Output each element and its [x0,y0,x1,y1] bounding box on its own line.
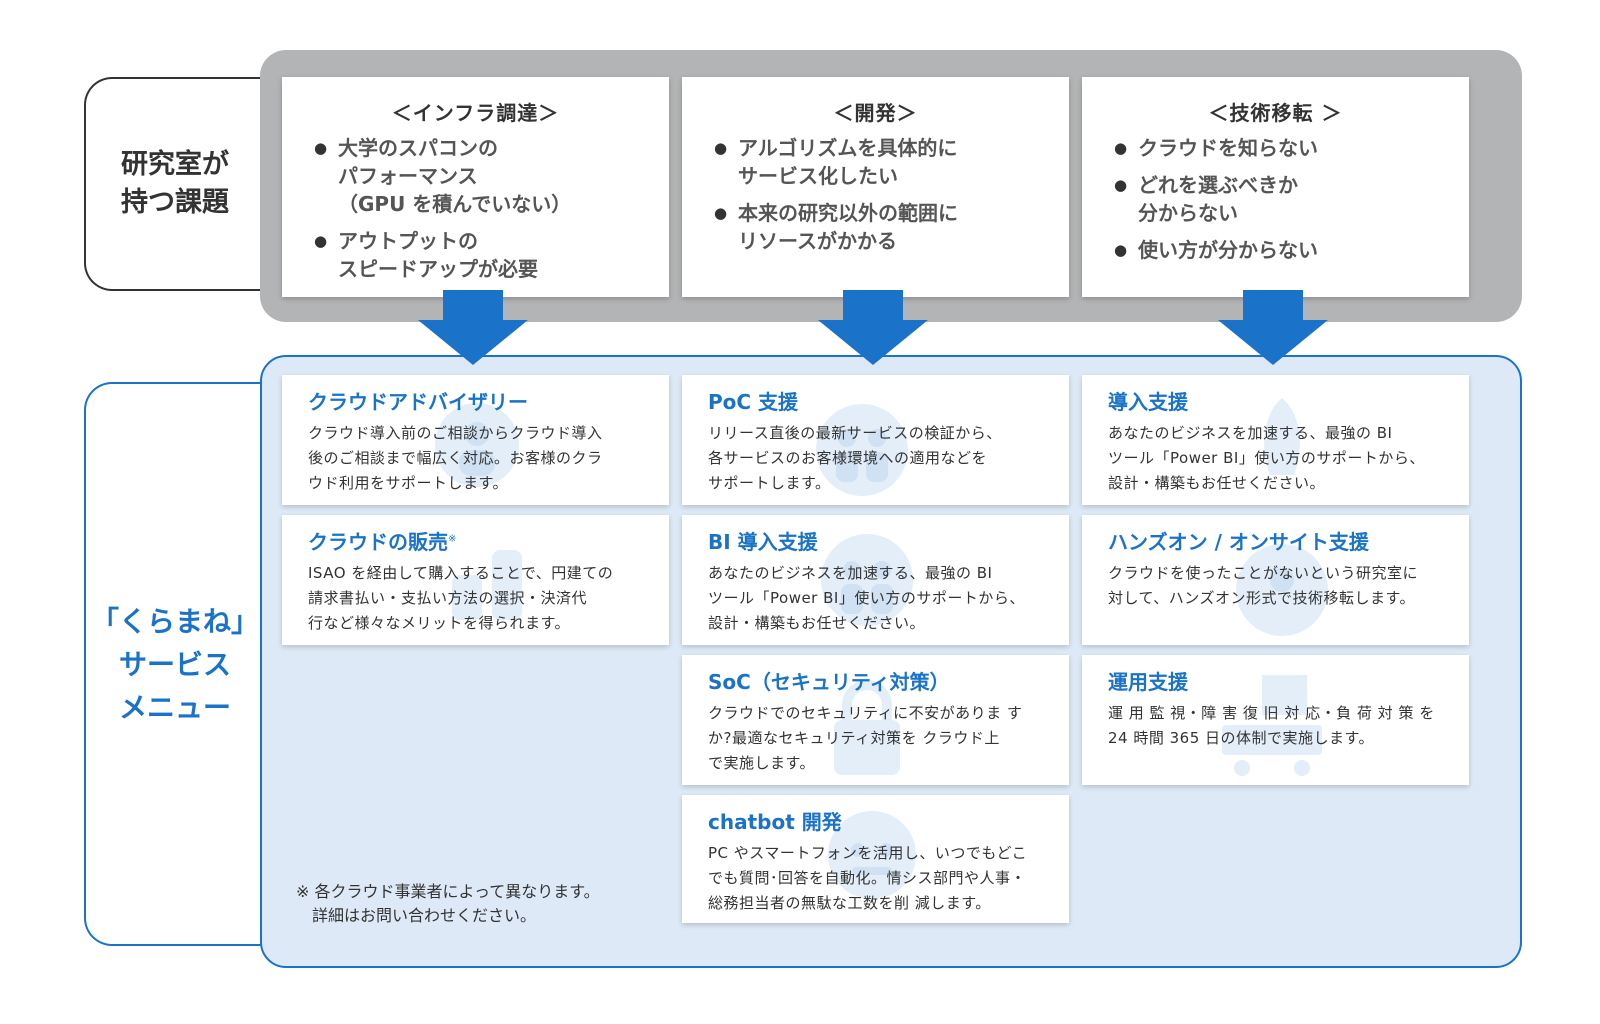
users-watermark-icon [821,534,913,626]
issue-card-dev: ＜開発＞ アルゴリズムを具体的に サービス化したい 本来の研究以外の範囲に リソ… [682,77,1069,297]
lock-watermark-icon [834,680,900,775]
issue-title: ＜技術移転 ＞ [1208,101,1343,125]
issue-item: 大学のスパコンの パフォーマンス （GPU を積んでいない） [314,134,645,218]
advisor-watermark-icon [435,403,519,487]
issue-item: クラウドを知らない [1114,134,1445,162]
service-description: クラウドを使ったことがないという研究室に 対して、ハンズオン形式で技術移転します… [1108,564,1419,607]
footnote-mark: ※ [448,533,457,545]
service-title: クラウドの販売※ [308,530,457,554]
service-card-poc: PoC 支援 リリース直後の最新サービスの検証から、 各サービスのお客様環境への… [682,375,1069,505]
down-arrow-icon [818,290,928,365]
service-description: クラウド導入前のご相談からクラウド導入 後のご相談まで幅広く対応。お客様のクラ … [308,424,603,492]
issues-label: 研究室が 持つ課題 [84,77,264,291]
service-title: ハンズオン / オンサイト支援 [1108,530,1369,554]
service-title: SoC（セキュリティ対策） [708,670,950,694]
coins-watermark-icon [452,550,522,620]
issue-item: 本来の研究以外の範囲に リソースがかかる [714,199,1045,255]
issue-title: ＜開発＞ [833,101,918,125]
chatbot-watermark-icon [828,811,916,899]
service-title: PoC 支援 [708,390,799,414]
issue-card-transfer: ＜技術移転 ＞ クラウドを知らない どれを選ぶべきか 分からない 使い方が分から… [1082,77,1469,297]
service-title: chatbot 開発 [708,810,842,834]
service-card-sales: クラウドの販売※ ISAO を経由して購入することで、円建ての 請求書払い・支払… [282,515,669,645]
down-arrow-icon [1218,290,1328,365]
service-title: 運用支援 [1108,670,1188,694]
rocket-watermark-icon [1264,398,1300,475]
service-card-soc: SoC（セキュリティ対策） クラウドでのセキュリティに不安がありま す か?最適… [682,655,1069,785]
service-title: クラウドアドバイザリー [308,390,528,414]
service-card-handson: ハンズオン / オンサイト支援 クラウドを使ったことがないという研究室に 対して… [1082,515,1469,645]
service-description: クラウドでのセキュリティに不安がありま す か?最適なセキュリティ対策を クラウ… [708,704,1023,772]
footnote: ※ 各クラウド事業者によって異なります。 詳細はお問い合わせください。 [296,882,600,925]
service-card-ops: 運用支援 運 用 監 視・障 害 復 旧 対 応・負 荷 対 策 を 24 時間… [1082,655,1469,785]
service-menu-label: 「くらまね」 サービス メニュー [84,382,264,946]
issue-title: ＜インフラ調達＞ [391,101,560,125]
service-description: あなたのビジネスを加速する、最強の BI ツール「Power BI」使い方のサポ… [1108,424,1425,492]
service-description: リリース直後の最新サービスの検証から、 各サービスのお客様環境への適用などを サ… [708,424,1002,492]
service-card-bi: BI 導入支援 あなたのビジネスを加速する、最強の BI ツール「Power B… [682,515,1069,645]
users-watermark-icon [816,404,908,496]
service-title: BI 導入支援 [708,530,818,554]
issue-card-infra: ＜インフラ調達＞ 大学のスパコンの パフォーマンス （GPU を積んでいない） … [282,77,669,297]
service-description: PC やスマートフォンを活用し、いつでもどこ でも質問･回答を自動化。情シス部門… [708,844,1028,912]
service-description: 運 用 監 視・障 害 復 旧 対 応・負 荷 対 策 を 24 時間 365 … [1108,704,1435,747]
cart-watermark-icon [1222,675,1322,776]
issue-item: アルゴリズムを具体的に サービス化したい [714,134,1045,190]
issue-item: どれを選ぶべきか 分からない [1114,171,1445,227]
service-card-intro: 導入支援 あなたのビジネスを加速する、最強の BI ツール「Power BI」使… [1082,375,1469,505]
service-card-chatbot: chatbot 開発 PC やスマートフォンを活用し、いつでもどこ でも質問･回… [682,795,1069,923]
issue-item: アウトプットの スピードアップが必要 [314,227,645,283]
service-card-advisory: クラウドアドバイザリー クラウド導入前のご相談からクラウド導入 後のご相談まで幅… [282,375,669,505]
issue-item: 使い方が分からない [1114,236,1445,264]
service-description: ISAO を経由して購入することで、円建ての 請求書払い・支払い方法の選択・決済… [308,564,614,632]
service-title: 導入支援 [1108,390,1188,414]
down-arrow-icon [418,290,528,365]
hands-on-watermark-icon [1236,544,1328,636]
service-description: あなたのビジネスを加速する、最強の BI ツール「Power BI」使い方のサポ… [708,564,1025,632]
